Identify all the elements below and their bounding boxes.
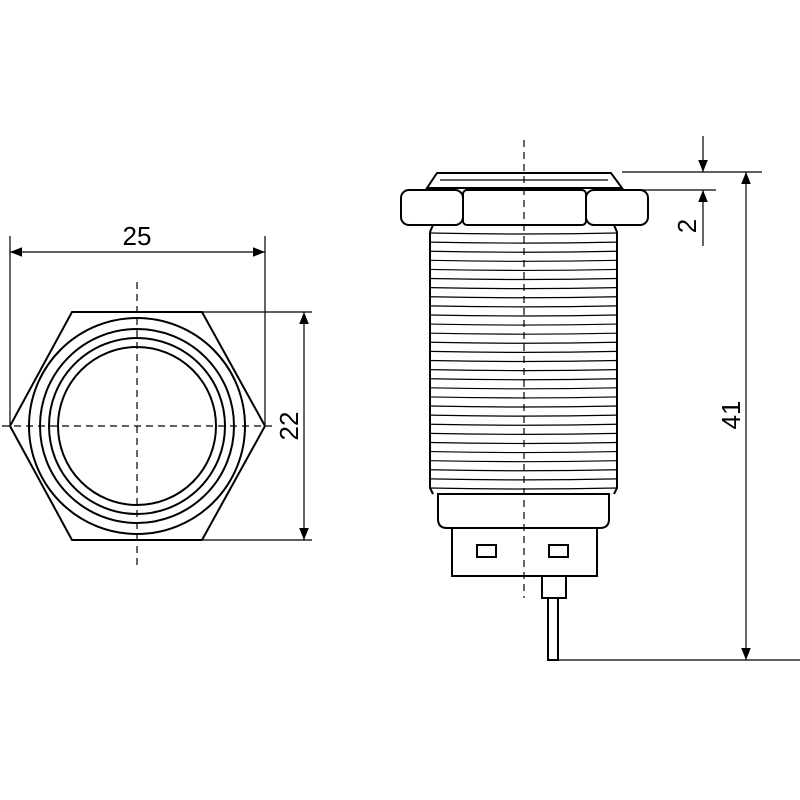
terminal-slot-right (548, 544, 569, 558)
terminal-slot-left (476, 544, 497, 558)
terminal-pin (547, 597, 559, 661)
thread-line (429, 350, 618, 353)
nut-right-face (585, 189, 649, 226)
thread-line (429, 378, 618, 381)
front-view: 25 22 (2, 221, 312, 568)
thread-line (429, 241, 618, 244)
threaded-body-outline (429, 224, 618, 495)
thread-line (429, 423, 618, 426)
dimension-label-25: 25 (123, 221, 152, 251)
terminal-pin-base (541, 575, 567, 599)
thread-line (429, 277, 618, 281)
thread-line (429, 387, 618, 390)
thread-line (429, 314, 618, 317)
lower-body (437, 493, 610, 529)
dimension-label-2: 2 (672, 219, 702, 233)
thread-line (429, 305, 618, 308)
dimension-label-41: 41 (716, 401, 746, 430)
thread-line (429, 268, 618, 272)
thread-line (429, 232, 618, 235)
thread-line (429, 341, 618, 344)
nut-left-face (400, 189, 464, 226)
thread-line (429, 414, 618, 417)
thread-line (429, 460, 618, 463)
bezel-head (425, 172, 624, 189)
thread-lines (429, 232, 618, 490)
side-view: 41 2 (400, 136, 800, 661)
dimension-label-22: 22 (274, 412, 304, 441)
nut-center-face (462, 189, 587, 226)
